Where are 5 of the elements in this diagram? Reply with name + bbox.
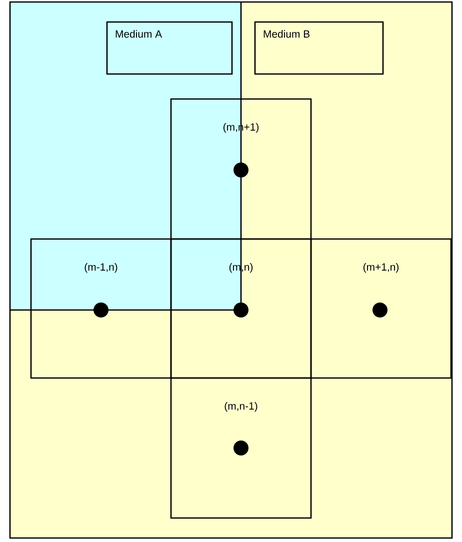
grid-cell: (m-1,n) [30,238,172,379]
medium-label-box: Medium A [106,21,233,75]
medium-label-box: Medium B [254,21,384,75]
grid-cell: (m+1,n) [310,238,452,379]
grid-cell: (m,n-1) [170,377,312,519]
